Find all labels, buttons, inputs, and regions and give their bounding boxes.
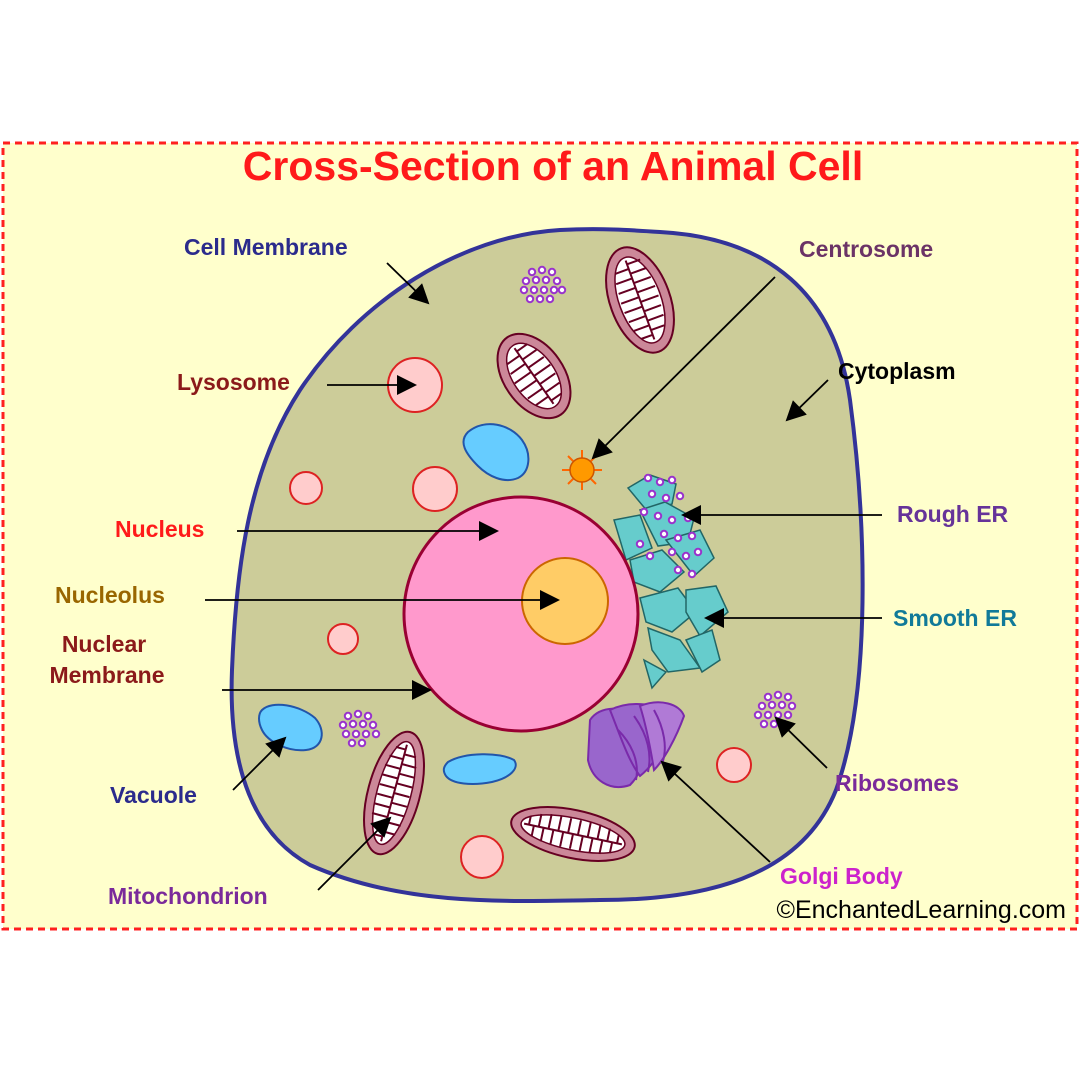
label-nucleus: Nucleus (115, 516, 204, 542)
lysosome (460, 835, 504, 879)
lysosome-group (289, 357, 752, 879)
nucleolus (521, 557, 609, 645)
lysosome (289, 471, 323, 505)
pointer-vacuole (232, 736, 287, 791)
label-lysosome: Lysosome (177, 369, 290, 395)
pointer-centrosome (591, 276, 776, 460)
label-mitochondrion: Mitochondrion (108, 883, 268, 909)
label-vacuole: Vacuole (110, 782, 197, 808)
label-ribosomes: Ribosomes (835, 770, 959, 796)
label-smooth-er: Smooth ER (893, 605, 1017, 631)
label-nucleolus: Nucleolus (55, 582, 165, 608)
label-nuclear-membrane-line2: Membrane (49, 662, 164, 688)
label-cytoplasm: Cytoplasm (838, 358, 956, 384)
vacuole (442, 753, 517, 785)
pointer-mitochondrion (317, 816, 392, 891)
lysosome (412, 466, 458, 512)
label-rough-er: Rough ER (897, 501, 1009, 527)
vacuole (462, 423, 530, 482)
pointer-golgi-body (660, 760, 771, 863)
pointer-cell-membrane (386, 262, 430, 305)
label-golgi-body: Golgi Body (780, 863, 903, 889)
centrosome (562, 450, 602, 490)
copyright-credit: ©EnchantedLearning.com (777, 896, 1066, 924)
diagram-title: Cross-Section of an Animal Cell (243, 143, 863, 189)
mitochondrion (605, 246, 675, 354)
label-cell-membrane: Cell Membrane (184, 234, 348, 260)
ribosome-cluster (519, 265, 567, 304)
mitochondrion (510, 806, 636, 862)
label-nuclear-membrane-line1: Nuclear (62, 631, 146, 657)
label-centrosome: Centrosome (799, 236, 933, 262)
lysosome (327, 623, 359, 655)
mitochondrion (496, 332, 572, 420)
pointer-cytoplasm (785, 379, 829, 422)
golgi-body (586, 701, 686, 788)
nucleus (402, 495, 640, 733)
ribosome-cluster (338, 709, 381, 748)
vacuole-group (258, 423, 530, 785)
lysosome (716, 747, 752, 783)
pointer-lines (205, 262, 882, 891)
pointer-ribosomes (774, 716, 828, 769)
